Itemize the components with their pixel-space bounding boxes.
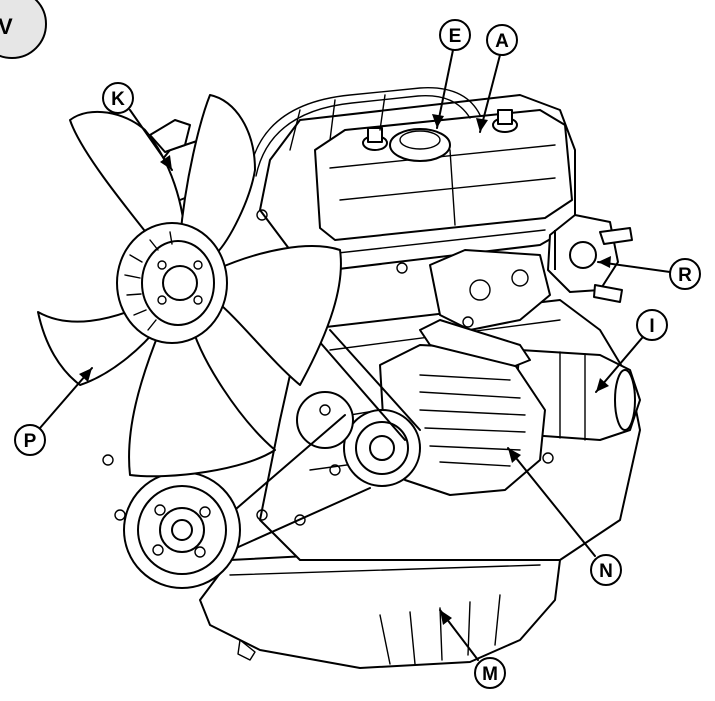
cooling-fan: [37, 94, 342, 478]
crank-pulley: [123, 471, 241, 589]
callout-e-label: E: [449, 26, 462, 47]
view-badge: V: [0, 0, 47, 59]
callout-e: E: [432, 19, 471, 129]
callout-k: K: [102, 82, 173, 171]
callout-n-label: N: [599, 561, 613, 582]
oil-pan: [199, 544, 561, 669]
fan-blade-right: [214, 245, 342, 386]
callouts: E A K R I: [14, 19, 701, 689]
callout-m-label: M: [482, 664, 498, 685]
cover-nuts: [362, 109, 518, 151]
engine-illustration: [37, 87, 641, 669]
fan-blade-top: [179, 94, 256, 256]
oil-filler-cap: [389, 128, 451, 162]
crank-pulley-bolts: [152, 504, 211, 558]
callout-n: N: [507, 447, 622, 586]
water-pump: [296, 391, 354, 449]
callout-r: R: [597, 256, 701, 290]
fan-hub-ribs: [124, 231, 173, 331]
callout-r-label: R: [678, 265, 692, 286]
callout-p: P: [14, 367, 93, 456]
callout-k-label: K: [111, 89, 125, 110]
fuel-lines: [249, 87, 481, 171]
callout-a-label: A: [495, 31, 509, 52]
view-badge-label: V: [0, 14, 13, 39]
callout-m: M: [439, 609, 506, 689]
callout-i: I: [595, 309, 668, 393]
fan-hub-bolts: [157, 260, 203, 305]
callout-a: A: [476, 24, 518, 133]
callout-i-label: I: [649, 316, 654, 337]
fan-blade-left: [37, 304, 161, 386]
block-bolts: [102, 209, 554, 526]
callout-p-label: P: [24, 431, 37, 452]
fan-blade-lower: [128, 319, 276, 478]
